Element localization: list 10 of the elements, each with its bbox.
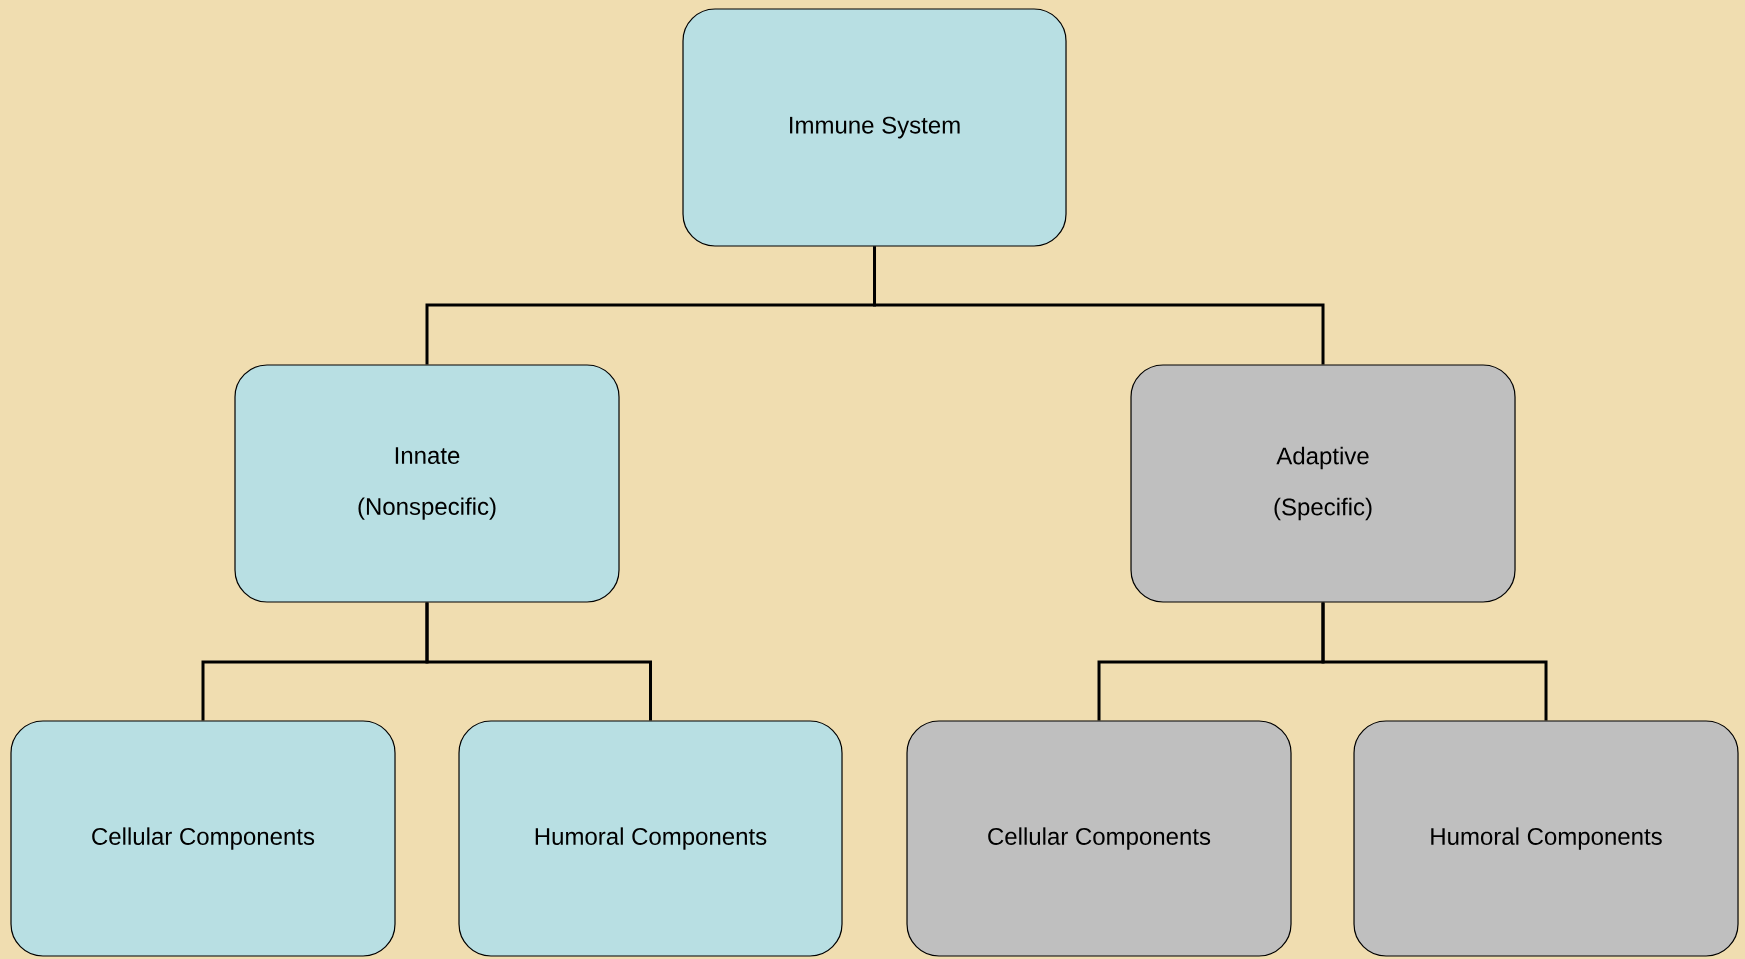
category-box: Innate (Nonspecific) xyxy=(234,364,620,603)
category-box: Humoral Components xyxy=(458,720,843,957)
category-box: Immune System xyxy=(682,8,1067,247)
category-box: Cellular Components xyxy=(906,720,1292,957)
category-box: Adaptive (Specific) xyxy=(1130,364,1516,603)
category-box: Cellular Components xyxy=(10,720,396,957)
connector-line xyxy=(1321,602,1548,721)
category-box: Humoral Components xyxy=(1353,720,1739,957)
connector-line xyxy=(425,602,652,721)
connector-line xyxy=(873,246,1325,365)
